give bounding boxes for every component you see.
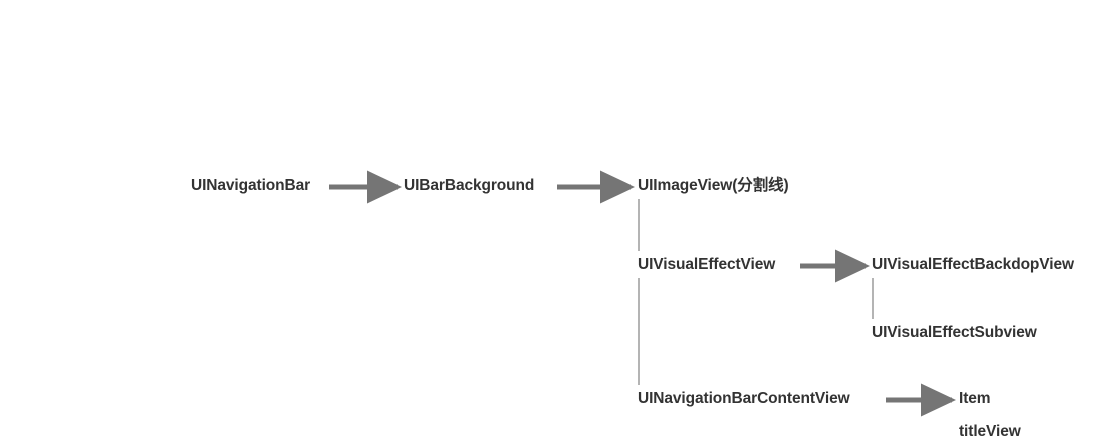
- node-uivisualeffectview: UIVisualEffectView: [638, 256, 776, 273]
- node-titleview: titleView: [959, 423, 1021, 440]
- node-uinavigationbar: UINavigationBar: [191, 177, 311, 194]
- node-uivisualeffectbackdopview: UIVisualEffectBackdopView: [872, 256, 1074, 273]
- node-uinavigationbarcontentview: UINavigationBarContentView: [638, 390, 850, 407]
- node-item: Item: [959, 390, 991, 407]
- node-uivisualeffectsubview: UIVisualEffectSubview: [872, 324, 1037, 341]
- node-uiimageview-separator: UIImageView(分割线): [638, 177, 789, 194]
- node-uibarbackground: UIBarBackground: [404, 177, 535, 194]
